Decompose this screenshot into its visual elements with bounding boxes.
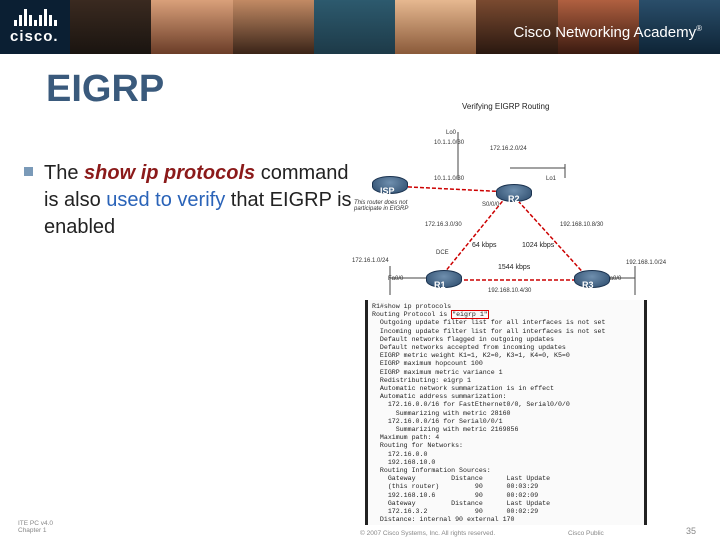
- terminal-line: 192.168.10.0: [372, 458, 436, 466]
- cisco-wordmark: cisco.: [10, 28, 59, 45]
- topology-links: [389, 132, 636, 295]
- cisco-logo: cisco.: [10, 8, 80, 46]
- academy-text: Cisco Networking Academy: [513, 24, 697, 41]
- router-r3-label: R3: [582, 280, 594, 290]
- label-r1-r2-net: 172.16.3.0/30: [425, 222, 462, 228]
- terminal-line: Routing for Networks:: [372, 442, 464, 450]
- trademark: ®: [696, 24, 702, 33]
- banner-photo: [638, 0, 720, 54]
- terminal-line: Routing Protocol is "eigrp 1": [372, 310, 489, 320]
- terminal-line: Maximum path: 4: [372, 434, 440, 442]
- terminal-line: 172.16.0.0/16 for FastEthernet0/0, Seria…: [372, 401, 570, 409]
- topology-diagram: Verifying EIGRP Routing Lo0 10.1.1.0/30 …: [350, 100, 690, 295]
- terminal-line: 192.168.10.6 90 00:02:09: [372, 491, 539, 499]
- cisco-bars-icon: [14, 8, 80, 26]
- label-r2-r3-net: 192.168.10.8/30: [560, 222, 604, 228]
- speed-r1-r2: 64 kbps: [472, 242, 497, 249]
- router-isp-label: ISP: [380, 186, 395, 196]
- banner-photo: [476, 0, 558, 54]
- terminal-line: Automatic address summarization:: [372, 393, 507, 401]
- bullet-blue-text: used to verify: [106, 189, 226, 211]
- terminal-line: Default networks accepted from incoming …: [372, 344, 566, 352]
- banner-photo: [395, 0, 477, 54]
- terminal-line: Summarizing with metric 2169856: [372, 426, 519, 434]
- isp-note: This router does not participate in EIGR…: [354, 200, 409, 212]
- terminal-line: EIGRP maximum metric variance 1: [372, 368, 503, 376]
- label-r1-r3-net: 192.168.10.4/30: [488, 288, 532, 294]
- footer-course: ITE PC v4.0 Chapter 1: [18, 520, 53, 534]
- label-r3-lan-net: 192.168.1.0/24: [626, 260, 667, 266]
- router-r3-icon: [574, 270, 610, 288]
- banner-photo: [232, 0, 314, 54]
- label-lo0-net: 10.1.1.0/30: [434, 140, 465, 146]
- bullet-part3: that EIGRP is enabled: [44, 189, 352, 238]
- terminal-line: Redistributing: eigrp 1: [372, 376, 471, 384]
- terminal-line: 172.16.3.2 90 00:02:29: [372, 508, 539, 516]
- bullet-part2: command is also: [44, 162, 349, 211]
- banner-photo: [557, 0, 639, 54]
- terminal-line: Gateway Distance Last Update: [372, 475, 551, 483]
- router-r2-label: R2: [508, 194, 520, 204]
- speed-r2-r3: 1024 kbps: [522, 242, 555, 249]
- terminal-line: Automatic network summarization is in ef…: [372, 385, 555, 393]
- label-s0: S0/0/0: [482, 202, 500, 208]
- footer-classification: Cisco Public: [568, 530, 604, 537]
- terminal-line: Routing Information Sources:: [372, 467, 491, 475]
- banner-photo: [151, 0, 233, 54]
- footer-course-line2: Chapter 1: [18, 527, 47, 534]
- terminal-line: 172.16.0.0/16 for Serial0/0/1: [372, 417, 503, 425]
- diagram-title: Verifying EIGRP Routing: [462, 102, 550, 111]
- networking-academy-logo: Cisco Networking Academy®: [514, 24, 702, 41]
- label-isp-r2-net: 10.1.1.0/30: [434, 176, 465, 182]
- router-r2-icon: [496, 184, 532, 202]
- terminal-line: EIGRP maximum hopcount 100: [372, 360, 483, 368]
- banner-photo: [70, 0, 152, 54]
- link-r2-r3: [509, 191, 589, 279]
- bullet-part1: The: [44, 162, 85, 184]
- terminal-line: 172.16.0.0: [372, 450, 428, 458]
- link-isp-r2: [389, 185, 511, 193]
- footer-copyright: © 2007 Cisco Systems, Inc. All rights re…: [360, 530, 496, 537]
- label-r2-lo-net: 172.16.2.0/24: [490, 146, 527, 152]
- terminal-line: EIGRP metric weight K1=1, K2=0, K3=1, K4…: [372, 352, 570, 360]
- photo-strip: [70, 0, 720, 54]
- terminal-line: (this router) 90 00:03:29: [372, 483, 539, 491]
- label-r1-fa: Fa0/0: [388, 276, 404, 282]
- slide-title: EIGRP: [46, 68, 165, 110]
- label-r3-fa: Fa0/0: [606, 276, 622, 282]
- terminal-line: Gateway Distance Last Update: [372, 499, 551, 507]
- label-dce: DCE: [436, 250, 449, 256]
- eigrp-highlight: "eigrp 1": [451, 310, 489, 320]
- router-r1-label: R1: [434, 280, 446, 290]
- banner-photo: [313, 0, 395, 54]
- bullet-keyword: show ip protocols: [84, 162, 256, 184]
- router-isp-icon: [372, 176, 408, 194]
- router-r1-icon: [426, 270, 462, 288]
- terminal-line: Incoming update filter list for all inte…: [372, 327, 606, 335]
- terminal-line: Default networks flagged in outgoing upd…: [372, 335, 555, 343]
- label-lo0: Lo0: [446, 130, 457, 136]
- bullet-text: The show ip protocols command is also us…: [44, 160, 354, 241]
- label-lo1: Lo1: [546, 176, 557, 182]
- terminal-line: R1#show ip protocols: [372, 303, 452, 310]
- link-r2-r1: [439, 191, 511, 279]
- footer-course-line1: ITE PC v4.0: [18, 520, 54, 527]
- bullet-square-icon: [24, 167, 33, 176]
- label-r1-lan-net: 172.16.1.0/24: [352, 258, 389, 264]
- header-banner: cisco. Cisco Networking Academy®: [0, 0, 720, 54]
- terminal-line: Outgoing update filter list for all inte…: [372, 319, 606, 327]
- page-number: 35: [685, 526, 696, 536]
- terminal-line: Distance: internal 90 external 170: [372, 516, 515, 524]
- terminal-line: Summarizing with metric 28160: [372, 409, 511, 417]
- speed-r1-r3: 1544 kbps: [498, 264, 531, 271]
- bullet-point: The show ip protocols command is also us…: [24, 160, 354, 241]
